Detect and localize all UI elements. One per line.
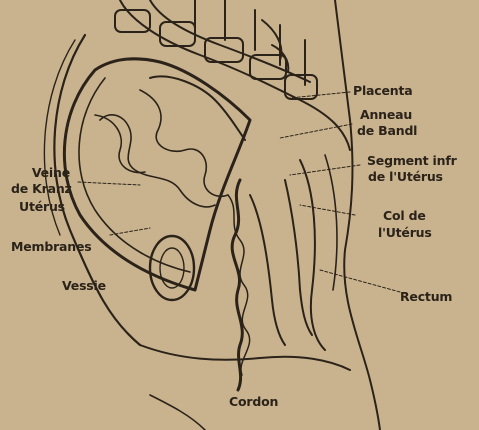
label-membranes: Membranes <box>11 240 92 253</box>
cervix <box>250 195 285 345</box>
label-uterus: Utérus <box>19 200 65 213</box>
uterus-wall <box>64 59 250 290</box>
label-placenta: Placenta <box>353 84 412 97</box>
label-vessie: Vessie <box>62 279 106 292</box>
label-col-line1: Col de <box>383 209 426 222</box>
label-anneau-line1: Anneau <box>360 108 412 121</box>
label-col-line2: l'Utérus <box>378 226 432 239</box>
spine <box>115 0 350 150</box>
label-anneau-line2: de Bandl <box>357 124 417 137</box>
placenta <box>150 77 245 140</box>
perineum <box>140 345 350 370</box>
bladder <box>150 236 194 300</box>
label-rectum: Rectum <box>400 290 452 303</box>
label-segment-line2: de l'Utérus <box>368 170 443 183</box>
fetal-parts <box>95 90 228 207</box>
label-segment-line1: Segment infr <box>367 154 457 167</box>
label-veine-line1: Veine <box>28 166 70 179</box>
rectum <box>300 160 325 350</box>
label-cordon: Cordon <box>229 395 278 408</box>
label-veine-line2: de Kranz <box>11 182 72 195</box>
